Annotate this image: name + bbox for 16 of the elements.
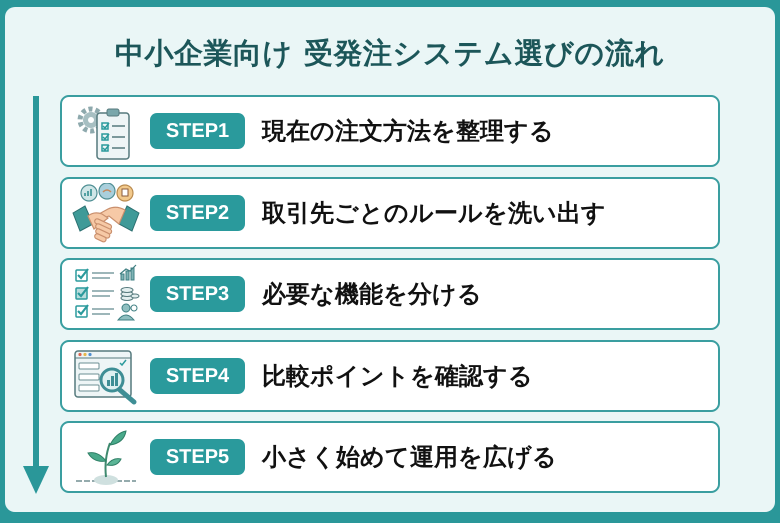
step-card bbox=[60, 95, 720, 167]
step-badge: STEP2 bbox=[150, 195, 245, 231]
step-badge: STEP4 bbox=[150, 358, 245, 394]
step-title: 取引先ごとのルールを洗い出す bbox=[262, 198, 606, 229]
step-badge: STEP1 bbox=[150, 113, 245, 149]
step-card bbox=[60, 258, 720, 330]
step-badge: STEP3 bbox=[150, 276, 245, 312]
step-title: 小さく始めて運用を広げる bbox=[262, 442, 557, 473]
step-badge: STEP5 bbox=[150, 439, 245, 475]
step-card bbox=[60, 340, 720, 412]
step-card bbox=[60, 421, 720, 493]
title: 中小企業向け 受発注システム選びの流れ bbox=[114, 35, 666, 72]
step-title: 比較ポイントを確認する bbox=[262, 361, 533, 392]
step-card bbox=[60, 177, 720, 249]
step-title: 必要な機能を分ける bbox=[262, 279, 482, 310]
step-title: 現在の注文方法を整理する bbox=[262, 116, 554, 147]
